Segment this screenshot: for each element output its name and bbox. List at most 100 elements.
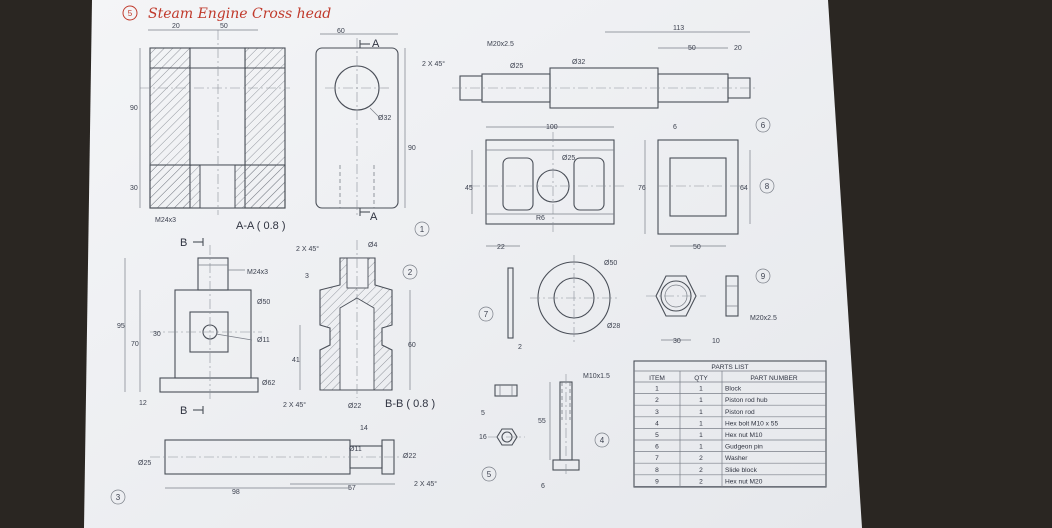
dim-v8-45: 45 [465,185,473,192]
header-item: ITEM [649,375,665,382]
cut-a-top: A [372,38,380,50]
dim-v3-57: 57 [348,485,356,492]
dim-v2-d22: Ø22 [348,403,361,410]
table-cell-qty: 2 [699,467,703,474]
dim-v6-d32: Ø32 [572,59,585,66]
dim-v1-d32: Ø32 [378,115,391,122]
dim-v7-d50: Ø50 [604,260,617,267]
table-cell-qty: 1 [699,420,703,427]
title-number: 5 [128,9,133,18]
balloon-9: 9 [761,272,766,281]
dim-v1-20: 20 [172,23,180,30]
balloon-1: 1 [420,225,425,234]
table-cell-item: 5 [655,432,659,439]
dim-v3-95: 95 [117,323,125,330]
chamfer-v6: 2 X 45° [422,60,445,68]
table-cell-item: 1 [655,386,659,393]
dim-v4-16: 16 [479,434,487,441]
dim-v3-d11b: Ø11 [349,446,362,453]
table-cell-qty: 1 [699,386,703,393]
table-cell-qty: 1 [699,432,703,439]
dim-v9-30: 30 [673,338,681,345]
dim-v3-d22: Ø22 [403,453,416,460]
dim-v8-6: 6 [673,124,677,131]
header-qty: QTY [694,375,708,382]
table-cell-item: 8 [655,467,659,474]
dim-v4-5: 5 [481,410,485,417]
dim-v6-50: 50 [688,45,696,52]
parts-list-title: PARTS LIST [711,364,748,371]
dim-v1-60: 60 [337,28,345,35]
view-hex-nut: M20x2.5 30 10 9 [646,268,777,345]
dim-v8-22: 22 [497,244,505,251]
view-slide-block: 100 Ø25 45 R6 22 76 64 6 50 8 [465,124,775,251]
view-hub-section: 2 X 45° Ø4 3 41 60 2 2 X 45° Ø22 B-B ( 0… [283,240,435,410]
dim-v8-50: 50 [693,244,701,251]
chamfer-bottom-v2: 2 X 45° [283,401,306,409]
dim-v1-50: 50 [220,23,228,30]
dim-v1-30: 30 [130,185,138,192]
view-hub-front: B B M24x3 Ø50 95 70 30 Ø11 Ø62 12 [117,237,275,417]
dim-v3-d25: Ø25 [138,460,151,467]
view-gudgeon-pin: 113 50 20 M20x2.5 2 X 45° Ø25 Ø32 6 [422,25,771,133]
cut-b-top: B [180,237,187,249]
section-label-aa: A-A ( 0.8 ) [236,220,286,232]
dim-v2-41: 41 [292,357,300,364]
dim-v7-2: 2 [518,344,522,351]
table-cell-part: Piston rod hub [725,397,768,404]
dim-v4-55: 55 [538,418,546,425]
balloon-4: 4 [600,436,605,445]
table-cell-item: 3 [655,409,659,416]
table-cell-part: Washer [725,455,748,462]
dim-v8-r6: R6 [536,215,545,222]
dim-v4-6: 6 [541,483,545,490]
balloon-3: 3 [116,493,121,502]
dim-v4-m10: M10x1.5 [583,373,610,380]
table-cell-item: 7 [655,455,659,462]
table-cell-qty: 1 [699,409,703,416]
dim-v6-20: 20 [734,45,742,52]
dim-v3-12: 12 [139,400,147,407]
chamfer-top-v2: 2 X 45° [296,245,319,253]
view-piston-rod: Ø25 98 57 14 Ø11 Ø22 2 X 45° 3 [110,425,437,505]
balloon-5: 5 [487,470,492,479]
balloon-8: 8 [765,182,770,191]
dim-v6-d25: Ø25 [510,63,523,70]
dim-v1-90: 90 [130,105,138,112]
balloon-6: 6 [761,121,766,130]
dim-v3-30: 30 [153,331,161,338]
table-cell-part: Block [725,386,742,393]
dim-v3-m24: M24x3 [247,269,268,276]
dim-v3-70: 70 [131,341,139,348]
table-cell-item: 9 [655,478,659,485]
table-cell-qty: 2 [699,478,703,485]
dim-v6-m20: M20x2.5 [487,41,514,48]
dim-v3-d50: Ø50 [257,299,270,306]
dim-v1-90b: 90 [408,145,416,152]
section-label-bb: B-B ( 0.8 ) [385,398,435,410]
dim-v3-14: 14 [360,425,368,432]
table-cell-part: Slide block [725,467,758,474]
dim-v7-d28: Ø28 [607,323,620,330]
chamfer-v3: 2 X 45° [414,480,437,488]
dim-v9-m20: M20x2.5 [750,315,777,322]
view-block-side: 60 A A Ø32 90 1 [315,28,430,237]
table-cell-qty: 1 [699,397,703,404]
dim-v3-d62: Ø62 [262,380,275,387]
table-cell-qty: 1 [699,444,703,451]
table-cell-part: Hex nut M10 [725,432,763,439]
dim-v3-98: 98 [232,489,240,496]
dim-v2-3: 3 [305,273,309,280]
table-cell-qty: 2 [699,455,703,462]
balloon-2: 2 [408,268,413,277]
dim-v8-64: 64 [740,185,748,192]
title-text: Steam Engine Cross head [148,6,331,22]
dim-v2-60: 60 [408,342,416,349]
dim-v2-d4: Ø4 [368,242,377,249]
dim-v8-76: 76 [638,185,646,192]
view-bolt-nut: 5 16 5 M10x1.5 55 6 4 [479,373,610,490]
thread-label-m24: M24x3 [155,217,176,224]
